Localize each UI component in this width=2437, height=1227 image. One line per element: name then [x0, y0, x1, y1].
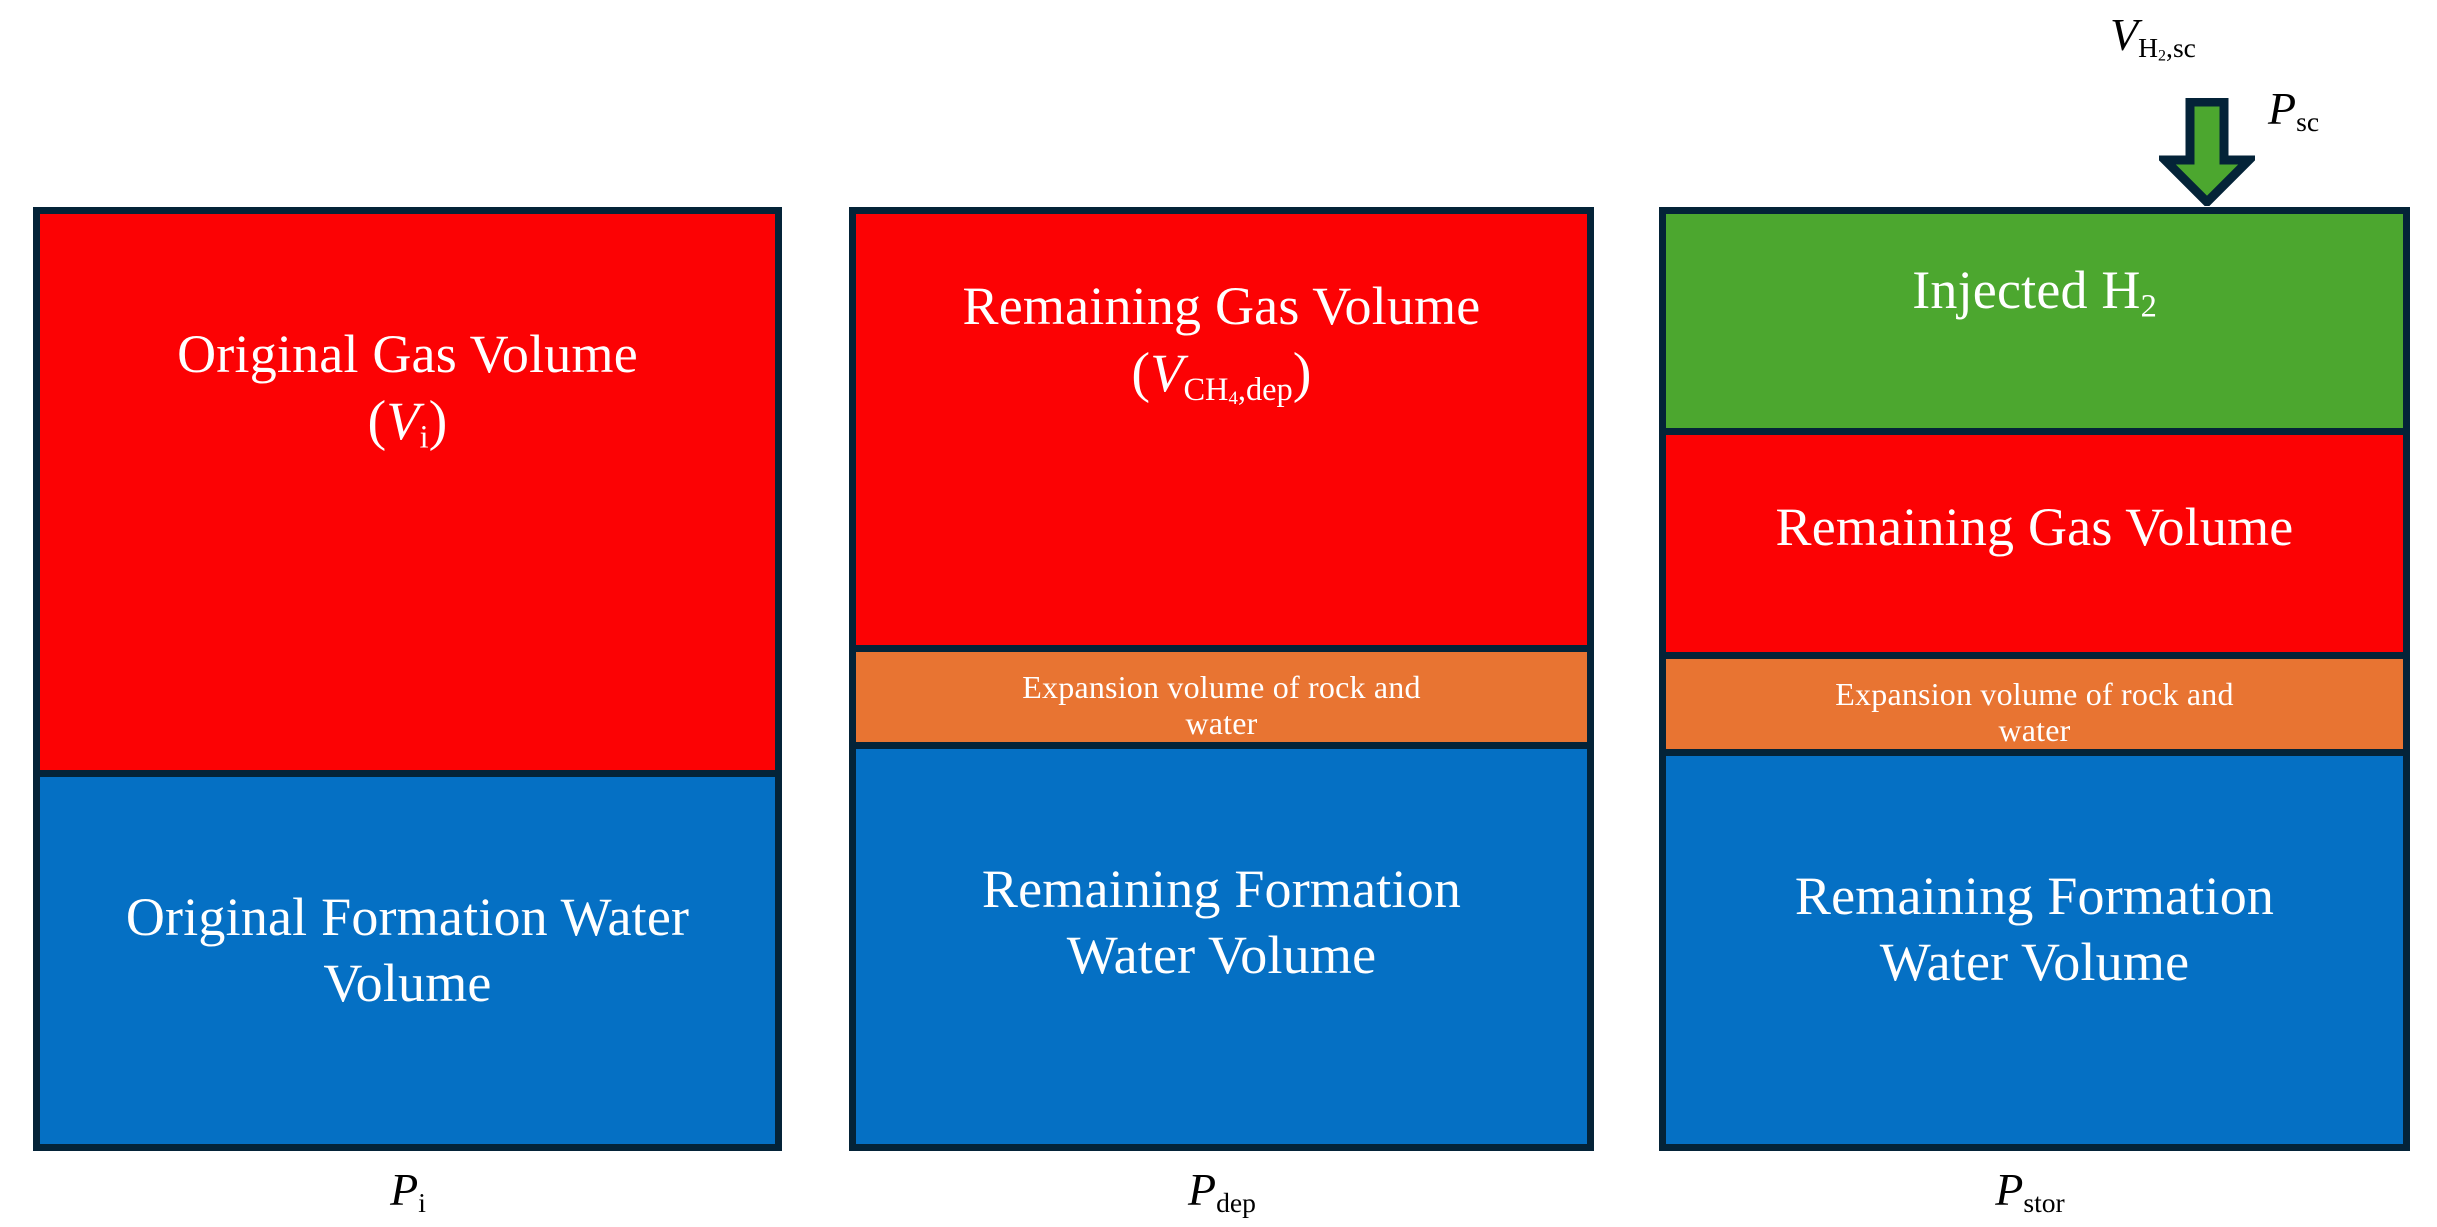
segment-expansion-dep-line1: Expansion volume of rock and — [1022, 669, 1421, 705]
segment-remaining-gas-stor: Remaining Gas Volume — [1659, 428, 2410, 659]
pressure-label-storage-sub: stor — [2023, 1187, 2065, 1219]
remaining-gas-dep-sub-tail: ,dep — [1237, 371, 1293, 408]
injected-h2-sub: 2 — [2140, 288, 2157, 325]
segment-remaining-water-stor-line1: Remaining Formation — [1794, 866, 2275, 926]
pressure-label-depleted-sub: dep — [1216, 1187, 1256, 1219]
pressure-label-initial: Pi — [390, 1164, 426, 1219]
segment-remaining-gas-dep: Remaining Gas Volume (VCH4,dep) — [849, 207, 1594, 652]
injection-pressure-label: Psc — [2268, 83, 2320, 138]
segment-remaining-gas-dep-line1: Remaining Gas Volume — [962, 276, 1481, 336]
segment-remaining-water-stor-line2: Water Volume — [1879, 932, 2190, 993]
injection-volume-sub-num: 2 — [2158, 47, 2167, 65]
segment-original-water-line1: Original Formation Water — [125, 887, 690, 947]
remaining-gas-dep-sub-main: CH — [1183, 371, 1229, 408]
pressure-label-depleted: Pdep — [1188, 1164, 1256, 1219]
injected-h2-text: Injected H — [1912, 260, 2141, 320]
segment-original-gas: Original Gas Volume (Vi) — [33, 207, 782, 777]
segment-injected-h2: Injected H2 — [1659, 207, 2410, 435]
pressure-label-initial-sub: i — [418, 1187, 426, 1219]
column-initial: Original Gas Volume (Vi) Original Format… — [33, 207, 782, 1151]
segment-remaining-water-dep: Remaining Formation Water Volume — [849, 742, 1594, 1151]
injection-pressure-sub: sc — [2296, 106, 2320, 138]
segment-injected-h2-label: Injected H2 — [1912, 260, 2157, 325]
segment-remaining-water-stor: Remaining Formation Water Volume — [1659, 749, 2410, 1151]
injection-arrow — [2154, 97, 2260, 209]
segment-remaining-water-dep-line1: Remaining Formation — [981, 859, 1462, 919]
segment-original-gas-line1: Original Gas Volume — [177, 324, 638, 384]
segment-expansion-stor-line1: Expansion volume of rock and — [1835, 676, 2234, 712]
segment-expansion-dep: Expansion volume of rock and water — [849, 645, 1594, 749]
segment-remaining-water-dep-line2: Water Volume — [1066, 925, 1377, 986]
segment-expansion-dep-line2: water — [1185, 704, 1258, 741]
segment-expansion-stor-line2: water — [1998, 711, 2071, 748]
segment-original-water-line2: Volume — [323, 953, 492, 1014]
segment-remaining-gas-dep-formula: (VCH4,dep) — [1131, 342, 1312, 410]
segment-original-gas-formula: (Vi) — [367, 390, 448, 456]
column-storage: Injected H2 Remaining Gas Volume Expansi… — [1659, 207, 2410, 1151]
injection-volume-sub-main: H — [2138, 32, 2159, 64]
column-depleted: Remaining Gas Volume (VCH4,dep) Expansio… — [849, 207, 1594, 1151]
remaining-gas-dep-sub-num: 4 — [1228, 388, 1238, 410]
down-arrow-icon — [2154, 97, 2260, 209]
injection-volume-sub-tail: ,sc — [2166, 32, 2196, 64]
segment-original-water: Original Formation Water Volume — [33, 770, 782, 1151]
injection-volume-label: VH2,sc — [2110, 9, 2196, 65]
original-gas-sub: i — [419, 419, 429, 456]
pressure-label-storage: Pstor — [1995, 1164, 2065, 1219]
segment-remaining-gas-stor-line1: Remaining Gas Volume — [1775, 497, 2294, 557]
segment-expansion-stor: Expansion volume of rock and water — [1659, 652, 2410, 756]
